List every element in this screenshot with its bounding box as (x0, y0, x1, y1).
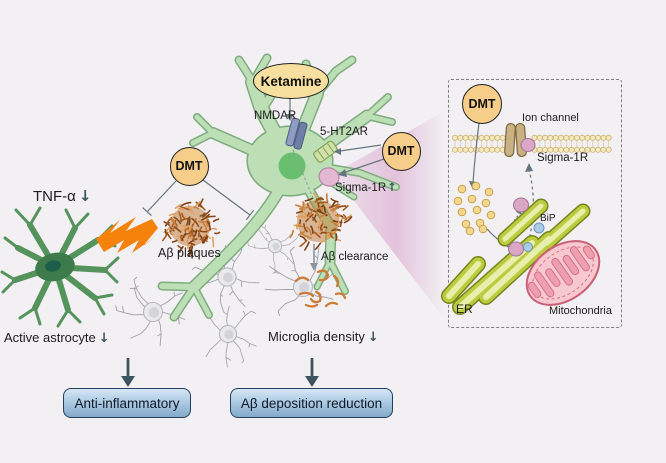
microglia-down-arrow-icon: ↓ (367, 330, 379, 345)
dmt-molecules (453, 181, 496, 236)
bip-label: BiP (540, 213, 556, 224)
dmt-to-ht2ar-arrow (339, 144, 382, 152)
bip-chaperones (523, 222, 545, 252)
nmdar-to-plaque-dashed-line (292, 149, 314, 199)
dmt-inhibit-microglia (202, 179, 251, 216)
amyloid-plaque-left (162, 198, 221, 259)
amyloid-plaque-clearance (289, 192, 353, 251)
sigma1r-text: Sigma-1R (335, 182, 387, 194)
ketamine-pill: Ketamine (253, 63, 329, 99)
outcome-arrows (121, 358, 319, 387)
er-label: ER (456, 302, 473, 316)
sigma1r-label: Sigma-1R↑ (335, 181, 397, 195)
ion-channel-label: Ion channel (522, 112, 579, 124)
dmt-circle-inset: DMT (462, 84, 502, 124)
dmt-inhibit-bolt (146, 180, 177, 213)
sigma1r-translocation-dashed-arrow (527, 169, 534, 244)
mitochondria-label: Mitochondria (549, 305, 612, 317)
ab-plaques-label: Aβ plaques (158, 246, 221, 260)
ht2ar-label: 5-HT2AR (320, 126, 368, 138)
connector-arrows (142, 98, 385, 271)
tnf-down-arrow-icon: ↓ (78, 187, 92, 205)
inflammation-bolt-icon (96, 217, 158, 253)
tnf-label: TNF-α↓ (33, 188, 91, 206)
dmt-circle-right: DMT (381, 131, 421, 171)
astrocyte-down-arrow-icon: ↓ (98, 331, 110, 346)
dmt-circle-left: DMT (169, 146, 209, 186)
sigma1r-receptor (318, 167, 340, 187)
ab-clearance-label: Aβ clearance (321, 251, 389, 263)
tnf-text: TNF-α (33, 188, 76, 205)
sigma1r-up-arrow-icon: ↑ (387, 180, 397, 194)
inset-box-frame (448, 79, 622, 328)
anti-inflammatory-box: Anti-inflammatory (63, 388, 191, 418)
active-astrocyte-label: Active astrocyte↓ (4, 330, 110, 346)
active-astrocyte-text: Active astrocyte (4, 330, 96, 345)
mitochondria (525, 240, 601, 306)
astrocyte (0, 206, 120, 328)
microglia-density-label: Microglia density↓ (268, 329, 379, 345)
dmt-entry-arrow (472, 122, 480, 185)
sigma1r-inset-label: Sigma-1R (537, 152, 589, 164)
dmt-to-sigma1r-arrow (342, 158, 385, 174)
microglia-density-text: Microglia density (268, 329, 365, 344)
sigma1r-protein-membrane (520, 137, 536, 153)
nmdar-label: NMDAR (254, 110, 297, 122)
ab-deposition-reduction-box: Aβ deposition reduction (230, 388, 393, 418)
ht2ar-receptor (313, 140, 338, 163)
amyloid-fragments (294, 269, 347, 308)
nmdar-receptor (285, 117, 308, 150)
